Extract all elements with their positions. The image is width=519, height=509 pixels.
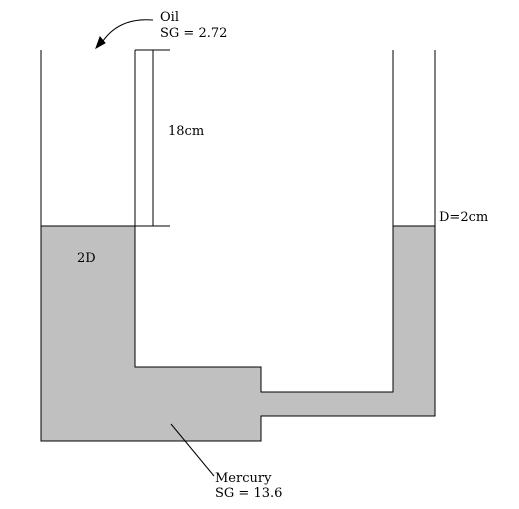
oil-name-label: Oil	[160, 10, 179, 25]
mercury-sg-label: SG = 13.6	[215, 486, 282, 501]
mercury-leader-line	[170, 423, 215, 477]
tube-walls	[40, 50, 436, 226]
oil-height-label: 18cm	[168, 124, 204, 139]
left-tube-diameter-label: 2D	[77, 251, 96, 266]
oil-height-dimension	[135, 49, 170, 227]
right-tube-diameter-label: D=2cm	[439, 210, 488, 225]
mercury-fill	[40, 225, 436, 442]
oil-arrow-curve	[100, 19, 154, 45]
oil-sg-label: SG = 2.72	[160, 26, 227, 41]
oil-arrow-head	[95, 36, 106, 50]
mercury-name-label: Mercury	[215, 471, 272, 486]
